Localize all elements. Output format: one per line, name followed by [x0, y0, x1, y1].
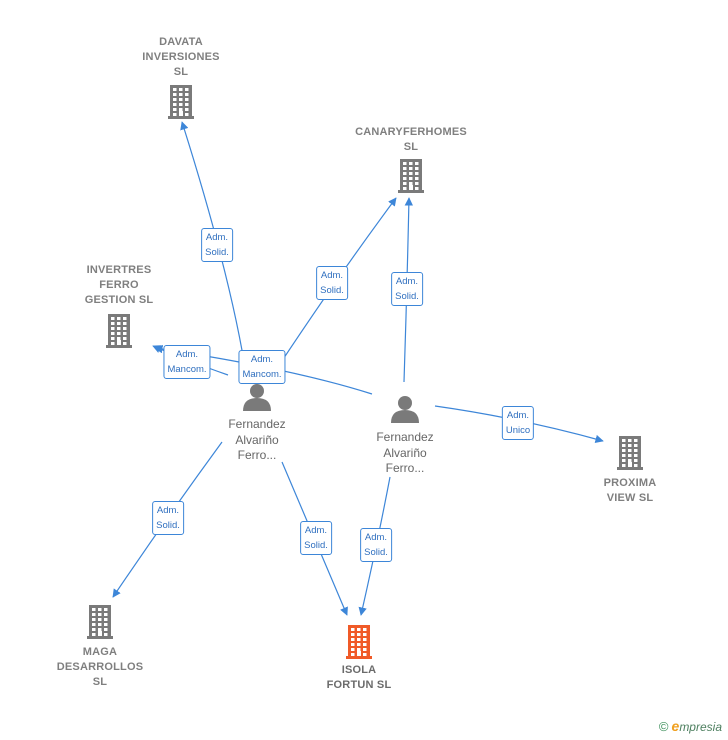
edge-label-p2-canary[interactable]: Adm. Solid.: [391, 272, 423, 306]
edge-label-p2-isola[interactable]: Adm. Solid.: [360, 528, 392, 562]
building-icon[interactable]: [168, 85, 194, 119]
edge-label-p1-invertres[interactable]: Adm. Mancom.: [163, 345, 211, 379]
brand-initial: e: [671, 718, 680, 734]
person-icon[interactable]: [391, 396, 419, 423]
edge-label-p2-invertres[interactable]: Adm. Mancom.: [238, 350, 286, 384]
copyright-notice[interactable]: ©empresia: [659, 718, 722, 734]
brand-name: mpresia: [679, 720, 722, 734]
company-label-canary[interactable]: CANARYFERHOMES SL: [355, 126, 467, 153]
company-label-proxima[interactable]: PROXIMA VIEW SL: [603, 477, 657, 504]
edge-label-p1-canary[interactable]: Adm. Solid.: [316, 266, 348, 300]
person-label-p1[interactable]: Fernandez Alvariño Ferro...: [228, 417, 286, 462]
person-icon[interactable]: [243, 384, 271, 411]
building-icon[interactable]: [398, 159, 424, 193]
building-icon[interactable]: [87, 605, 113, 639]
company-label-maga[interactable]: MAGA DESARROLLOS SL: [56, 646, 144, 688]
person-label-p2[interactable]: Fernandez Alvariño Ferro...: [376, 430, 434, 475]
company-label-isola[interactable]: ISOLA FORTUN SL: [326, 664, 392, 691]
copyright-symbol: ©: [658, 719, 669, 734]
edge-label-p2-proxima[interactable]: Adm. Unico: [501, 406, 535, 440]
building-icon[interactable]: [106, 314, 132, 348]
edge-label-p1-davata[interactable]: Adm. Solid.: [201, 228, 233, 262]
company-label-davata[interactable]: DAVATA INVERSIONES SL: [142, 36, 220, 78]
edge-label-p1-isola[interactable]: Adm. Solid.: [300, 521, 332, 555]
icons-layer: [87, 85, 643, 659]
building-icon[interactable]: [617, 436, 643, 470]
company-label-invertres[interactable]: INVERTRES FERRO GESTION SL: [84, 264, 154, 306]
building-icon[interactable]: [346, 625, 372, 659]
edge-label-p1-maga[interactable]: Adm. Solid.: [152, 501, 184, 535]
